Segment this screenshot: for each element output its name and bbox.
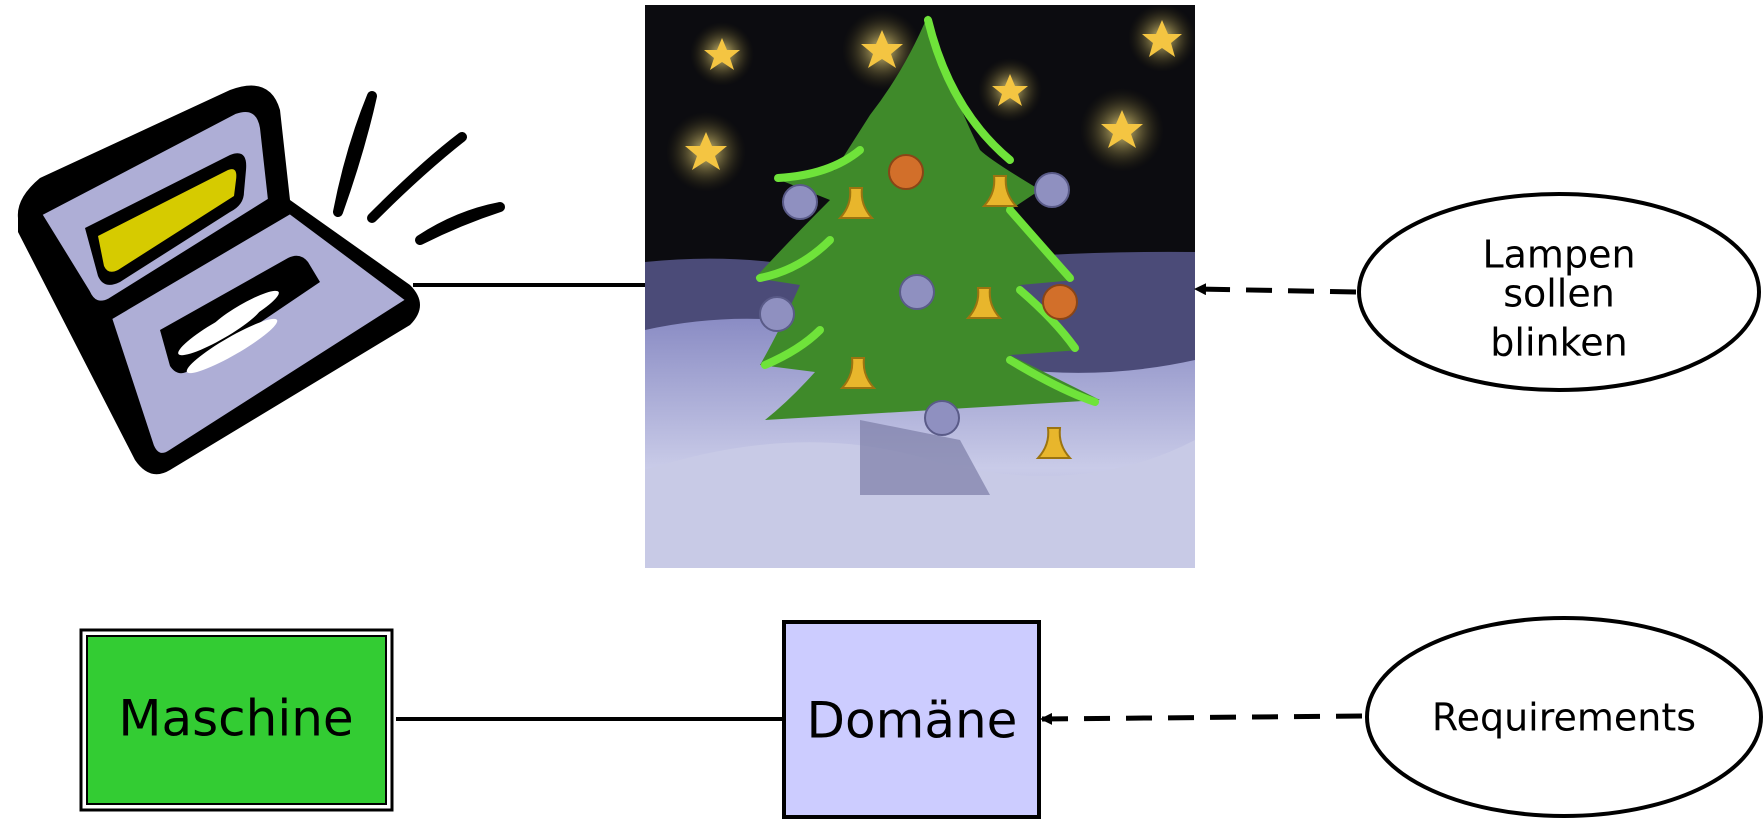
requirement-line-2: sollen	[1503, 272, 1615, 316]
tree-bells	[837, 175, 1073, 459]
laptop-icon	[17, 85, 505, 475]
domain-label: Domäne	[807, 692, 1018, 750]
requirement-domain-arrow-top	[1194, 283, 1357, 296]
requirement-line-3: blinken	[1490, 321, 1627, 365]
machine-box: Maschine	[79, 628, 394, 812]
christmas-tree-icon	[645, 4, 1196, 568]
requirements-label: Requirements	[1432, 696, 1696, 740]
requirement-line-1: Lampen	[1482, 233, 1635, 277]
domain-box: Domäne	[782, 620, 1041, 819]
requirement-ellipse-top: Lampen sollen blinken	[1357, 192, 1761, 392]
requirement-domain-arrow-bottom	[1040, 712, 1363, 725]
machine-label: Maschine	[118, 690, 353, 748]
tree-baubles	[759, 154, 1078, 436]
star-decorations	[666, 4, 1196, 192]
requirement-ellipse-bottom: Requirements	[1365, 616, 1763, 818]
